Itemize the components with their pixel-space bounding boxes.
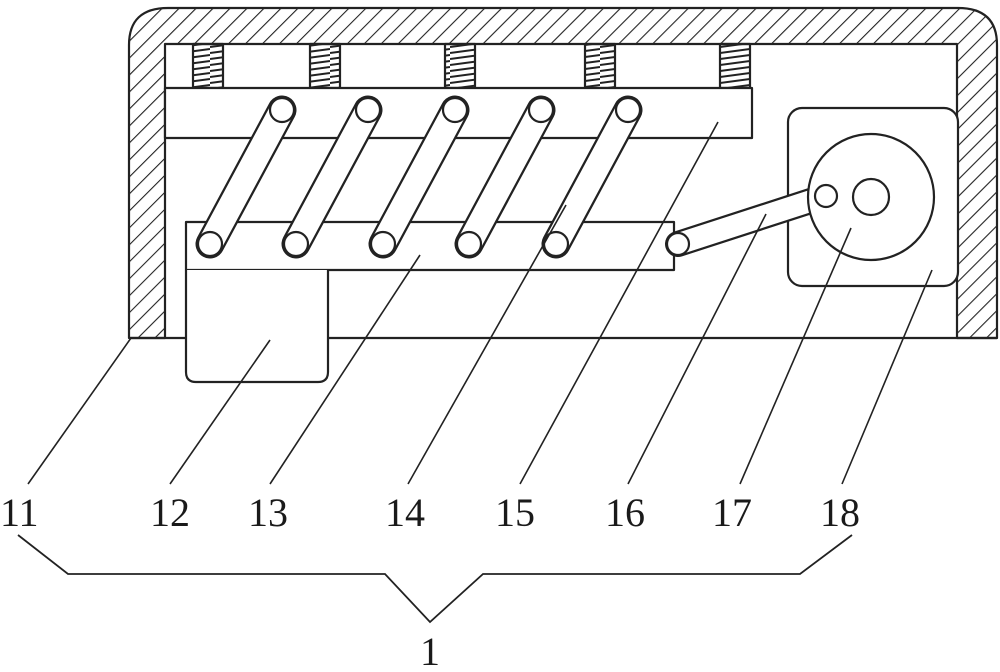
callout-16: 16	[605, 490, 645, 535]
link-pin	[815, 185, 837, 207]
assembly-label: 1	[420, 629, 440, 672]
springs	[193, 44, 750, 88]
lower-plate	[186, 222, 674, 270]
callout-12: 12	[150, 490, 190, 535]
spring	[310, 44, 340, 88]
turntable-hub	[853, 179, 889, 215]
callout-11: 11	[0, 490, 39, 535]
callouts: 11 12 13 14 15 16 17 18 1	[0, 490, 860, 672]
callout-13: 13	[248, 490, 288, 535]
callout-15: 15	[495, 490, 535, 535]
spring	[193, 44, 223, 88]
spring	[445, 44, 475, 88]
assembly-brace	[18, 535, 852, 622]
collection-box	[186, 270, 328, 382]
spring	[585, 44, 615, 88]
callout-18: 18	[820, 490, 860, 535]
callout-14: 14	[385, 490, 425, 535]
spring	[720, 44, 750, 88]
link-pin	[667, 233, 689, 255]
callout-17: 17	[712, 490, 752, 535]
